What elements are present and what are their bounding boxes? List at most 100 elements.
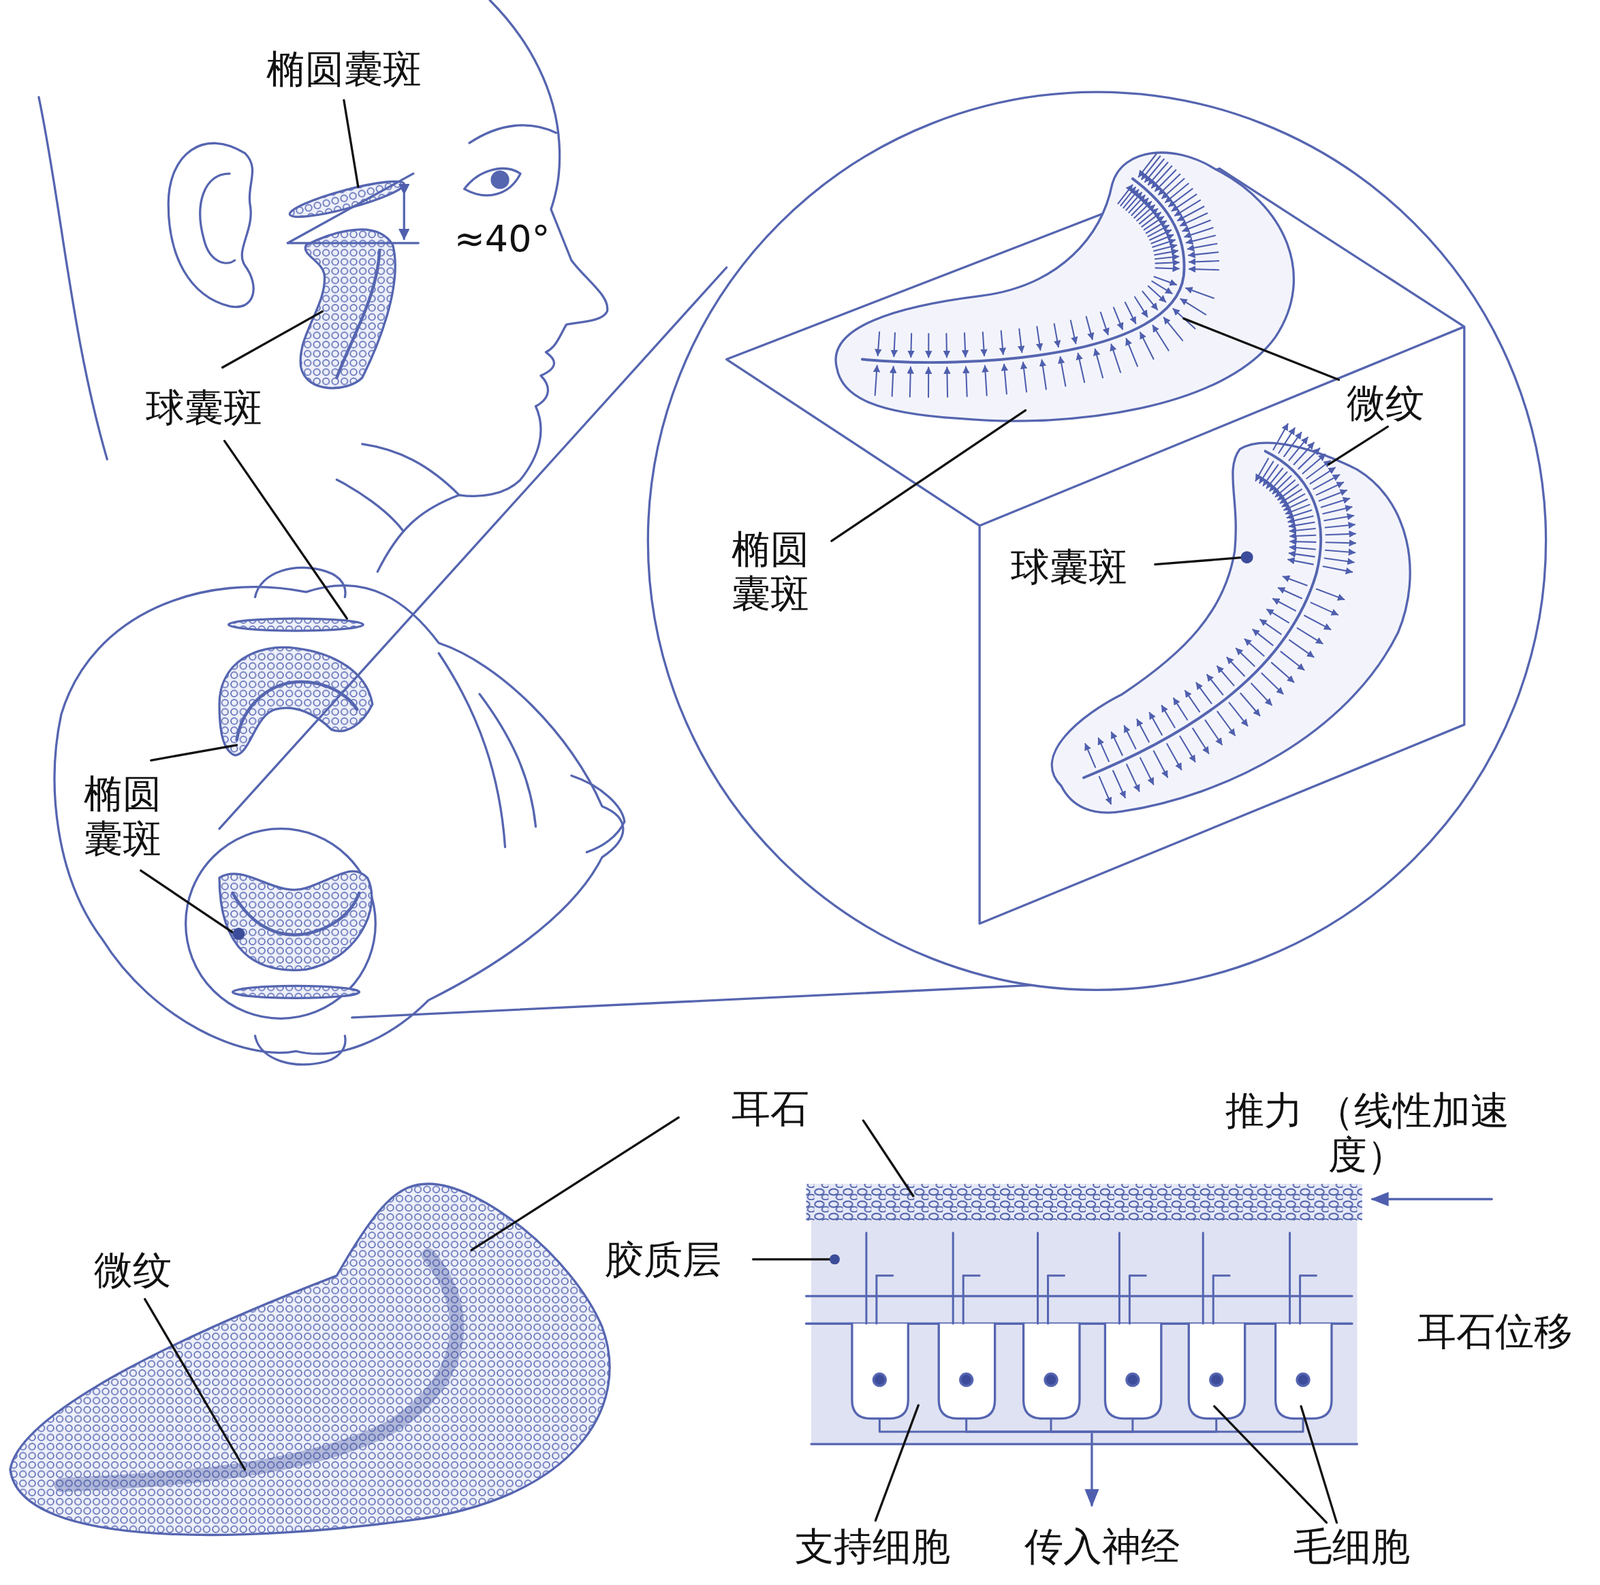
polarity-arrow xyxy=(1325,550,1355,554)
nerve-fiber xyxy=(1091,1418,1304,1432)
head-top-view xyxy=(54,585,624,1054)
kinocilium xyxy=(952,1232,955,1324)
polarity-arrow xyxy=(1140,332,1154,359)
polarity-arrow xyxy=(1324,515,1354,521)
angle-arrow xyxy=(403,194,406,240)
hair-cell xyxy=(852,1323,908,1419)
nerve-fiber xyxy=(966,1418,1092,1432)
polarity-arrow xyxy=(910,333,913,357)
otoconia xyxy=(805,1183,1362,1221)
polarity-arrow xyxy=(1298,448,1320,469)
polarity-arrow xyxy=(1153,751,1168,778)
polarity-arrow xyxy=(1290,528,1316,532)
polarity-arrow xyxy=(1266,609,1289,624)
nerve-fiber xyxy=(1051,1418,1092,1432)
head-outline xyxy=(38,97,107,460)
hair-cell xyxy=(938,1323,995,1419)
polarity-arrow xyxy=(1316,482,1344,495)
zoom-line xyxy=(352,982,1082,1018)
stereocilia xyxy=(1048,1274,1065,1277)
polarity-arrow xyxy=(1036,326,1041,351)
polarity-arrow xyxy=(1004,364,1007,394)
cell-nucleus xyxy=(873,1373,886,1387)
marker-dot xyxy=(232,927,246,940)
polarity-arrow xyxy=(1252,629,1273,646)
ear-bottom xyxy=(255,1036,346,1065)
marker-dot xyxy=(1241,551,1254,564)
polarity-arrow xyxy=(1100,312,1109,336)
leader-lines xyxy=(140,100,1389,1523)
polarity-arrow xyxy=(1260,619,1282,635)
polarity-arrow xyxy=(1060,356,1066,387)
striola-small xyxy=(336,249,380,378)
polarity-arrow xyxy=(1321,498,1350,508)
polarity-arrow xyxy=(945,333,948,357)
hair-cell xyxy=(1275,1323,1332,1419)
polarity-arrow xyxy=(1217,666,1234,686)
polarity-arrow xyxy=(1302,454,1325,474)
polarity-arrow xyxy=(1278,587,1302,599)
cell-nucleus xyxy=(1126,1373,1139,1387)
cell-nucleus xyxy=(1044,1373,1058,1387)
polarity-arrow xyxy=(1251,683,1272,705)
stereocilia xyxy=(875,1275,878,1324)
neck-line xyxy=(336,479,403,531)
hair-cell xyxy=(1023,1323,1080,1419)
polarity-arrow xyxy=(1187,243,1218,250)
stereocilia xyxy=(1213,1274,1230,1277)
hair-cell xyxy=(1104,1323,1161,1419)
polarity-arrow xyxy=(1042,360,1047,390)
polarity-arrow xyxy=(1018,328,1022,353)
nerve-fiber xyxy=(1091,1418,1217,1432)
stereocilia xyxy=(1046,1275,1049,1324)
polarity-arrow xyxy=(1217,711,1235,736)
kinocilium xyxy=(1202,1232,1205,1324)
polarity-arrow xyxy=(1152,325,1169,351)
pupil xyxy=(491,171,509,188)
saccule-large xyxy=(1051,442,1410,813)
polarity-arrow xyxy=(1263,464,1279,485)
polarity-arrow xyxy=(1141,155,1160,180)
eye xyxy=(464,168,521,195)
stereocilia xyxy=(963,1274,980,1277)
marker-dot xyxy=(829,1253,840,1265)
polarity-arrow xyxy=(1078,353,1085,383)
part-label: 胶质层 xyxy=(602,1237,724,1282)
face-contour xyxy=(438,653,536,848)
polarity-arrow xyxy=(1155,262,1179,263)
polarity-arrow xyxy=(1289,553,1315,557)
polarity-arrow xyxy=(1179,736,1195,762)
polarity-arrow xyxy=(1086,316,1093,340)
kinocilium xyxy=(1118,1232,1121,1324)
stereocilia xyxy=(1128,1275,1131,1324)
ear xyxy=(168,143,254,307)
plane-line xyxy=(287,241,419,244)
utricle-large xyxy=(835,152,1294,421)
polarity-arrow xyxy=(1155,267,1180,269)
polarity-arrow xyxy=(1124,726,1137,750)
polarity-arrow xyxy=(1001,331,1004,355)
polarity-arrow xyxy=(1117,185,1133,204)
polarity-arrow xyxy=(1177,206,1204,221)
polarity-arrow xyxy=(1290,535,1316,537)
polarity-arrow xyxy=(1172,194,1197,211)
polarity-arrow xyxy=(1240,693,1260,716)
polarity-arrow xyxy=(1323,566,1353,573)
polarity-arrow xyxy=(1148,225,1169,237)
polarity-arrow xyxy=(1173,698,1188,720)
part-label: 支持细胞 xyxy=(792,1524,953,1569)
polarity-arrow xyxy=(875,365,878,396)
polarity-arrow xyxy=(1155,256,1179,260)
polarity-arrow xyxy=(1188,252,1218,256)
polarity-arrow xyxy=(1192,728,1209,754)
polarity-arrow xyxy=(1271,662,1295,683)
striola-utricle xyxy=(862,178,1185,363)
polarity-arrow xyxy=(1095,349,1103,379)
polarity-arrow xyxy=(1054,323,1059,347)
striola-magnified xyxy=(232,892,360,935)
part-label: 传入神经 xyxy=(1022,1524,1182,1569)
polarity-arrow xyxy=(1126,338,1138,366)
polarity-arrow xyxy=(1285,504,1310,515)
polarity-arrow xyxy=(1142,291,1158,310)
eyebrow xyxy=(469,125,556,144)
